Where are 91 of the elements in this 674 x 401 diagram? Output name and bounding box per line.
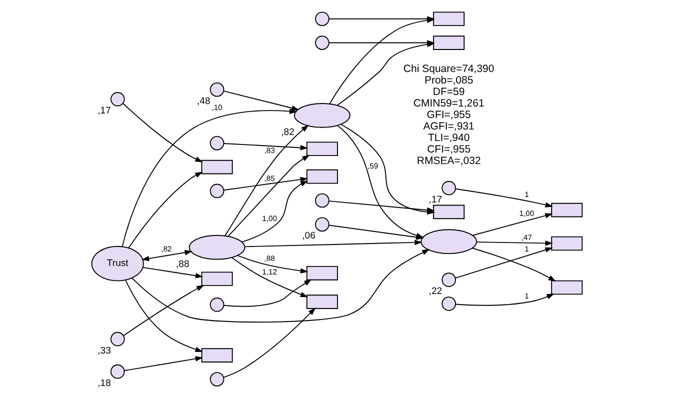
node-label: ,48 [197, 96, 210, 107]
node-box [551, 236, 583, 251]
node-box [433, 204, 465, 220]
node-box [551, 280, 583, 295]
arrow [142, 266, 204, 278]
node-ellipse: Trust [91, 246, 144, 282]
arrow [228, 154, 310, 237]
arrow [244, 240, 422, 248]
arrow [328, 16, 435, 22]
label: CMIN59=1,261 [413, 98, 484, 110]
node-box [306, 169, 338, 184]
label: DF=59 [432, 86, 465, 98]
arrow [236, 254, 308, 274]
node-label: ,82 [281, 127, 294, 138]
arrow [223, 308, 316, 378]
node-ellipse [294, 103, 350, 128]
node-circle [210, 136, 224, 150]
edge-label: 1,00 [262, 214, 278, 223]
arrow [223, 176, 308, 191]
node-label: ,88 [176, 258, 190, 270]
arrow [476, 240, 553, 246]
edge-label: ,85 [264, 174, 275, 183]
node-label: ,17 [428, 194, 442, 206]
label: CFI=,955 [427, 144, 471, 156]
node-circle [315, 36, 330, 50]
node-circle [210, 372, 224, 386]
node-label: ,22 [428, 286, 442, 298]
node-circle [110, 364, 125, 379]
arrow [328, 200, 435, 213]
edge-label: ,47 [521, 233, 532, 242]
edge-label: 1,12 [262, 267, 278, 276]
node-box [306, 294, 338, 309]
node-box [433, 12, 465, 26]
node-box [201, 272, 233, 286]
node-circle [315, 217, 330, 232]
node-circle [210, 184, 224, 198]
label: Prob=,085 [424, 74, 474, 87]
node-ellipse [188, 234, 246, 260]
node-label: ,06 [302, 230, 316, 242]
arrow [328, 40, 435, 46]
arrow [223, 143, 308, 150]
arrow [455, 294, 554, 306]
node-circle [315, 12, 330, 26]
arrow [142, 250, 192, 262]
label: Chi Square=74,390 [403, 63, 494, 76]
arrow [231, 257, 308, 298]
arrow [125, 280, 203, 352]
arrow [224, 124, 309, 236]
arrow [223, 279, 312, 307]
edge-label: ,88 [264, 254, 275, 264]
node-box [306, 142, 338, 156]
arrow [455, 188, 553, 208]
node-circle [442, 296, 456, 311]
node-box [433, 36, 465, 50]
arrow [472, 213, 553, 236]
label: AGFI=,931 [423, 120, 474, 133]
arrow [122, 108, 298, 247]
node-circle [442, 272, 456, 287]
node-circle [210, 298, 224, 312]
edge-label: ,10 [212, 103, 222, 112]
arrow [223, 90, 300, 111]
label: GFI=,955 [426, 109, 471, 122]
node-label: ,18 [98, 378, 111, 389]
node-circle [315, 193, 330, 208]
edge-label: 1 [524, 291, 529, 300]
edge-label: 1,00 [519, 209, 534, 218]
arrow [128, 172, 203, 248]
node-box [551, 202, 583, 218]
arrow [454, 247, 553, 279]
edge-label: ,82 [161, 244, 172, 254]
edge-label: ,59 [368, 161, 378, 170]
arrow [124, 356, 204, 372]
edge-label: 1 [524, 244, 529, 254]
label: TLI=,940 [428, 132, 470, 144]
arrow [122, 103, 203, 162]
label: RMSEA=,032 [416, 154, 481, 167]
node-circle [110, 332, 125, 346]
node-circle [210, 82, 224, 97]
node-box [306, 266, 338, 280]
node-label: ,33 [98, 345, 111, 356]
node-box [201, 348, 233, 363]
edge-label: 1 [524, 190, 529, 200]
arrow [123, 284, 204, 336]
node-box [201, 160, 233, 174]
arrow [242, 180, 308, 242]
node-circle [110, 92, 125, 106]
node-label: ,17 [98, 106, 111, 117]
edge-label: ,83 [264, 146, 275, 156]
arrow [131, 249, 430, 323]
arrow [472, 248, 556, 282]
node-circle [442, 180, 456, 196]
